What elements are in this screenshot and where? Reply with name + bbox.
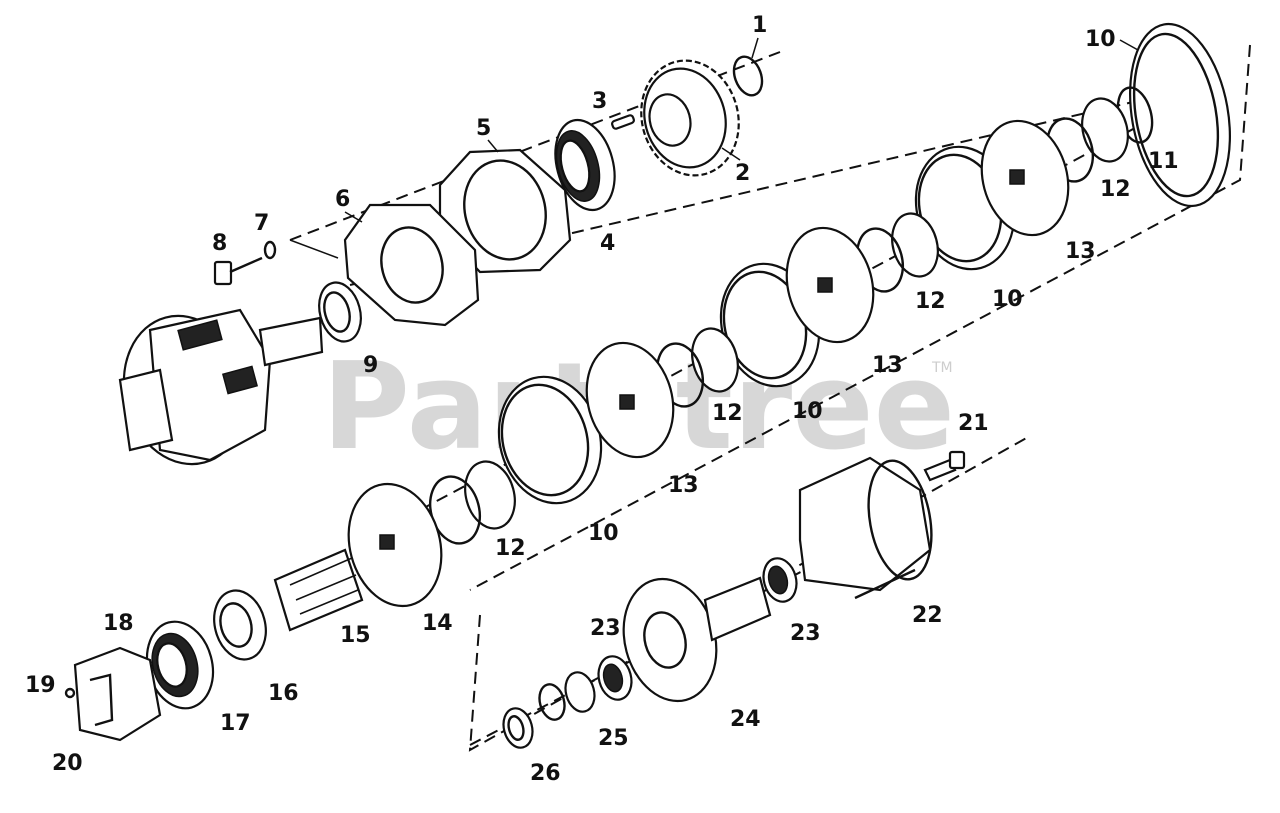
- part-12-shim-c: [655, 327, 739, 408]
- callout-22: 22: [912, 603, 943, 628]
- part-2-gear: [640, 59, 740, 177]
- callout-7: 7: [254, 211, 269, 236]
- part-22-drum: [798, 456, 933, 600]
- callout-10-b: 10: [992, 287, 1023, 312]
- callout-10-a: 10: [1085, 27, 1116, 52]
- part-8-bolt: [213, 239, 339, 286]
- callout-3: 3: [592, 89, 607, 114]
- part-1-snap-ring: [732, 55, 764, 97]
- callout-10-d: 10: [588, 521, 619, 546]
- part-10-plate-a: [1129, 22, 1231, 208]
- part-24-output-shaft: [622, 576, 772, 703]
- part-19-screw: [64, 687, 76, 699]
- part-7-washer: [263, 240, 277, 260]
- callout-12-d: 12: [495, 536, 526, 561]
- boundary-lower: [468, 435, 1031, 752]
- callout-4: 4: [600, 231, 615, 256]
- callout-1: 1: [752, 13, 767, 38]
- callout-16: 16: [268, 681, 299, 706]
- part-18-yoke: [73, 646, 162, 742]
- callout-24: 24: [730, 707, 761, 732]
- part-10-plate-d: [497, 375, 603, 505]
- leader-lines: [344, 37, 1139, 223]
- part-23-needle-bearing-b: [597, 655, 633, 701]
- part-12-shim-d: [429, 460, 516, 545]
- callout-2: 2: [735, 161, 750, 186]
- callout-15: 15: [340, 623, 371, 648]
- part-14-pressure-plate: [347, 482, 443, 608]
- part-13-disc-b: [785, 226, 875, 344]
- callout-19: 19: [25, 673, 56, 698]
- callout-23-a: 23: [790, 621, 821, 646]
- callout-12-c: 12: [712, 401, 743, 426]
- callout-5: 5: [476, 116, 491, 141]
- clutch-housing-assembly: [118, 308, 324, 466]
- part-9-seal: [318, 281, 362, 343]
- callout-13-b: 13: [872, 353, 903, 378]
- part-13-disc-a: [980, 119, 1070, 237]
- callout-18: 18: [103, 611, 134, 636]
- part-26-washer: [502, 707, 534, 749]
- part-15-splined-hub: [273, 548, 364, 632]
- callout-13-c: 13: [668, 473, 699, 498]
- callout-26: 26: [530, 761, 561, 786]
- callout-8: 8: [212, 231, 227, 256]
- callout-23-b: 23: [590, 616, 621, 641]
- part-21-bolt: [923, 450, 966, 482]
- part-23-needle-bearing-a: [762, 557, 798, 603]
- callout-20: 20: [52, 751, 83, 776]
- part-6-flange: [343, 203, 480, 327]
- callout-25: 25: [598, 726, 629, 751]
- callout-11: 11: [1148, 149, 1179, 174]
- callout-10-c: 10: [792, 399, 823, 424]
- callout-13-a: 13: [1065, 239, 1096, 264]
- callout-6: 6: [335, 187, 350, 212]
- part-4-bearing: [554, 118, 616, 212]
- part-12-shim-a: [1045, 97, 1129, 183]
- callout-21: 21: [958, 411, 989, 436]
- part-17-roller-bearing: [145, 620, 215, 710]
- part-3-key: [611, 114, 635, 130]
- watermark-tm: TM: [931, 360, 953, 376]
- callout-17: 17: [220, 711, 251, 736]
- boundary-upper: [469, 44, 1251, 591]
- part-13-disc-c: [585, 341, 675, 459]
- part-16-bearing: [213, 589, 267, 661]
- callout-14: 14: [422, 611, 453, 636]
- part-25-washer: [538, 671, 596, 721]
- callout-12-a: 12: [1100, 177, 1131, 202]
- callout-9: 9: [363, 353, 378, 378]
- callout-12-b: 12: [915, 289, 946, 314]
